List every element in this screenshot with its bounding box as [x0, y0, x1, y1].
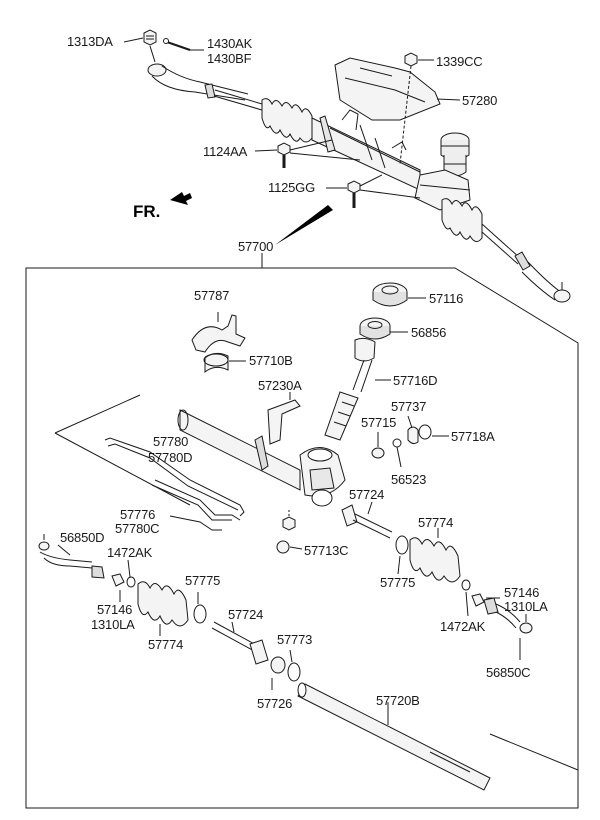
front-arrow: [170, 192, 192, 205]
label-57774-right: 57774: [418, 515, 454, 530]
pinion-valve-top: [414, 132, 471, 211]
rack-housing-top: [311, 109, 421, 191]
front-direction-label: FR.: [133, 202, 161, 221]
rack-57720b: [297, 682, 491, 791]
cotter-pin-1430ak: [163, 38, 191, 51]
label-57716d: 57716D: [393, 373, 438, 388]
label-57724-lower: 57724: [228, 607, 264, 622]
label-57715: 57715: [361, 415, 397, 430]
jam-nut-left: [111, 573, 136, 588]
label-1310la-right: 1310LA: [504, 599, 548, 614]
label-57710b: 57710B: [249, 353, 293, 368]
assembly-label-57700: 57700: [238, 239, 274, 254]
label-57737: 57737: [391, 399, 427, 414]
tie-rod-end-right-top: [481, 223, 571, 303]
pinion-shaft-57716d: [324, 337, 376, 441]
label-57116: 57116: [429, 291, 464, 306]
inner-rod-57724-upper: [341, 504, 393, 539]
heat-shield-57280: [334, 57, 441, 121]
boot-left-57774: [137, 581, 189, 627]
label-1124aa: 1124AA: [203, 144, 248, 159]
label-57726: 57726: [257, 696, 293, 711]
tie-rod-end-left-top: [147, 63, 263, 111]
label-57774-left: 57774: [148, 637, 184, 652]
label-57776: 57776: [120, 507, 156, 522]
assembly-box: [25, 267, 579, 809]
label-1125gg: 1125GG: [268, 180, 315, 195]
boot-left-top: [261, 98, 313, 143]
label-57280: 57280: [462, 93, 498, 108]
label-57230a: 57230A: [258, 378, 302, 393]
label-57780: 57780: [153, 434, 189, 449]
tie-rod-end-left-56850d: [38, 534, 105, 579]
label-57724-upper: 57724: [349, 487, 385, 502]
seal-56856: [359, 317, 391, 340]
bracket-57787: [191, 314, 246, 353]
bolt-1124aa: [277, 142, 291, 168]
label-1430ak: 1430AK: [207, 36, 253, 51]
label-57720b: 57720B: [376, 693, 420, 708]
label-57773: 57773: [277, 632, 313, 647]
bushing-57710b: [203, 352, 229, 374]
bolt-1339cc: [399, 52, 418, 165]
pointer-wedge: [275, 205, 333, 245]
label-57780c: 57780C: [115, 521, 160, 536]
label-56523: 56523: [391, 472, 427, 487]
label-1310la-left: 1310LA: [91, 617, 135, 632]
ring-57773: [287, 662, 301, 682]
dust-cap-57116: [372, 282, 408, 307]
label-57780d: 57780D: [148, 450, 193, 465]
label-1313da: 1313DA: [67, 34, 113, 49]
label-1472ak-left: 1472AK: [107, 545, 153, 560]
label-57718a: 57718A: [451, 429, 495, 444]
boot-right-57774: [409, 537, 461, 583]
label-57146-left: 57146: [97, 602, 133, 617]
label-56856: 56856: [411, 325, 447, 340]
label-57775-left: 57775: [185, 573, 221, 588]
nut-57713c: [276, 516, 296, 554]
inner-rod-57724-lower: [211, 621, 269, 665]
rack-housing-exploded: [177, 409, 346, 507]
nut-1313da: [143, 29, 157, 46]
ring-1472ak-right: [461, 579, 471, 591]
label-56850c: 56850C: [486, 665, 531, 680]
jam-nut-right: [471, 593, 485, 607]
boot-right-top: [441, 198, 483, 242]
label-1430bf: 1430BF: [207, 51, 252, 66]
label-57787: 57787: [194, 288, 230, 303]
bracket-57230a: [267, 392, 301, 445]
extension-lines: [54, 394, 191, 506]
label-56850d: 56850D: [60, 530, 105, 545]
label-1472ak-right: 1472AK: [440, 619, 486, 634]
clamp-57775-left: [193, 604, 207, 624]
label-1339cc: 1339CC: [436, 54, 483, 69]
bolt-1125gg: [347, 180, 361, 208]
clamp-57775-right: [395, 535, 409, 555]
label-57713c: 57713C: [304, 543, 349, 558]
label-57146-right: 57146: [504, 585, 540, 600]
label-57775-right: 57775: [380, 575, 416, 590]
ring-57726: [270, 656, 286, 674]
tie-rod-end-right-56850c: [483, 597, 533, 634]
pipes-57780: [104, 437, 245, 531]
